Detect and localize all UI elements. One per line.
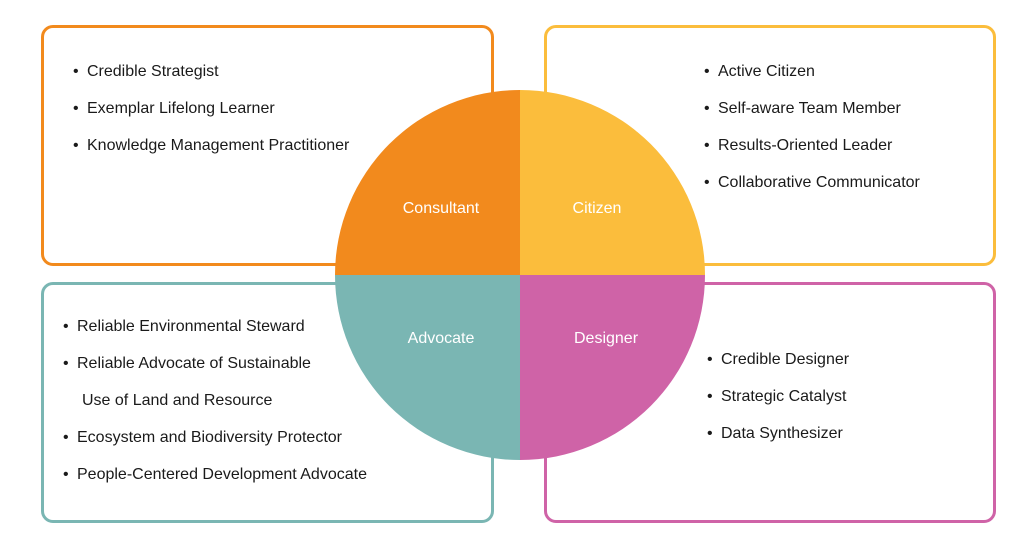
designer-quadrant bbox=[520, 275, 705, 460]
citizen-item: Collaborative Communicator bbox=[704, 164, 920, 201]
citizen-item: Self-aware Team Member bbox=[704, 90, 920, 127]
advocate-label: Advocate bbox=[408, 330, 475, 347]
consultant-item: Knowledge Management Practitioner bbox=[73, 127, 349, 164]
advocate-item-continuation: Use of Land and Resource bbox=[82, 392, 273, 409]
advocate-item: People-Centered Development Advocate bbox=[63, 456, 367, 493]
consultant-quadrant bbox=[335, 90, 520, 275]
consultant-list: Credible Strategist Exemplar Lifelong Le… bbox=[73, 53, 349, 164]
consultant-label: Consultant bbox=[403, 200, 480, 217]
advocate-item: Reliable Advocate of Sustainable bbox=[63, 345, 367, 382]
advocate-item: Ecosystem and Biodiversity Protector bbox=[63, 419, 367, 456]
citizen-list: Active Citizen Self-aware Team Member Re… bbox=[704, 53, 920, 201]
designer-item: Credible Designer bbox=[707, 341, 849, 378]
designer-list: Credible Designer Strategic Catalyst Dat… bbox=[707, 341, 849, 452]
citizen-item: Results-Oriented Leader bbox=[704, 127, 920, 164]
role-wheel: Consultant Citizen Advocate Designer bbox=[335, 90, 705, 460]
designer-item: Strategic Catalyst bbox=[707, 378, 849, 415]
citizen-label: Citizen bbox=[573, 200, 622, 217]
advocate-quadrant bbox=[335, 275, 520, 460]
citizen-quadrant bbox=[520, 90, 705, 275]
advocate-item: Reliable Environmental Steward bbox=[63, 308, 367, 345]
advocate-list: Reliable Environmental Steward Reliable … bbox=[63, 308, 367, 493]
citizen-item: Active Citizen bbox=[704, 53, 920, 90]
designer-item: Data Synthesizer bbox=[707, 415, 849, 452]
consultant-item: Exemplar Lifelong Learner bbox=[73, 90, 349, 127]
consultant-item: Credible Strategist bbox=[73, 53, 349, 90]
designer-label: Designer bbox=[574, 330, 639, 347]
